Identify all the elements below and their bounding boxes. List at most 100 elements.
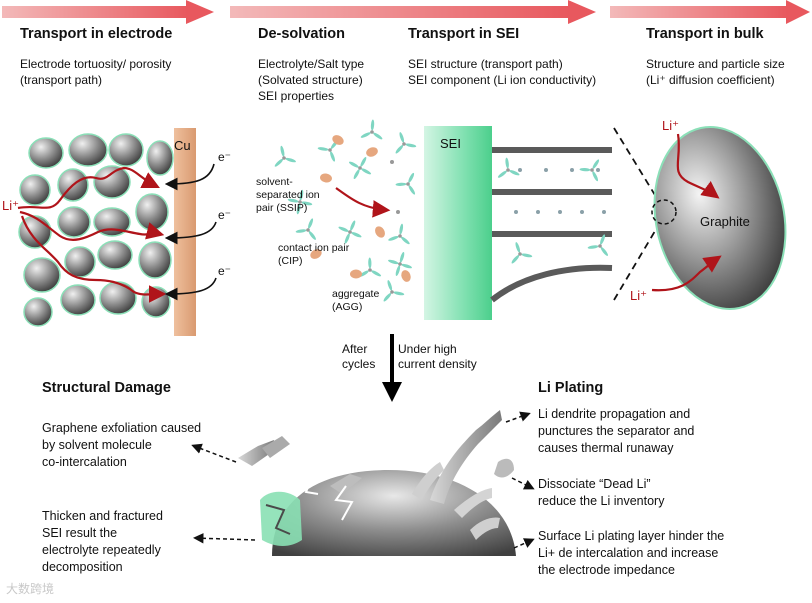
graphite-label: Graphite <box>700 214 750 229</box>
co-intercalated-solvent <box>511 242 533 264</box>
graphite-particle-bulk <box>653 126 787 310</box>
stage-desc-bulk: Structure and particle size (Li⁺ diffusi… <box>646 56 785 88</box>
co-intercalated-solvent <box>497 157 520 178</box>
graphite-particles <box>18 133 174 327</box>
electron-label: e⁻ <box>218 150 232 164</box>
particle <box>28 137 64 169</box>
anion <box>366 147 378 157</box>
solvated-li-ion <box>395 172 416 195</box>
stage-desc-line: SEI structure (transport path) <box>408 57 563 71</box>
solvated-li-ion <box>295 218 316 240</box>
stage-desc-line: Structure and particle size <box>646 57 785 71</box>
li-plating-title: Li Plating <box>538 380 604 396</box>
li-paths-electrode <box>17 166 167 303</box>
plating-layer-note: Surface Li plating layer hinder the Li+ … <box>538 529 725 577</box>
exfoliation-shards <box>238 436 362 494</box>
stage-title-desolvation: De-solvation <box>258 26 346 42</box>
particle <box>138 241 172 279</box>
co-intercalated-solvent <box>587 234 608 256</box>
li-label-bulk-bottom: Li⁺ <box>630 288 647 303</box>
stage-arrows <box>2 0 810 24</box>
anion <box>310 249 322 259</box>
solvated-li-ion <box>388 223 410 245</box>
solvated-li-ion <box>388 252 412 276</box>
particle <box>99 281 137 315</box>
stage-desc-line: Electrode tortuosity/ porosity <box>20 57 172 71</box>
sei-layer <box>424 126 492 320</box>
solvated-li-ion <box>338 220 362 244</box>
li-ion <box>396 210 400 214</box>
particle <box>57 206 91 238</box>
particle <box>135 193 169 231</box>
particle <box>19 174 51 206</box>
stage-desc-line: SEI properties <box>258 89 335 103</box>
anion <box>375 226 385 238</box>
structural-damage-title: Structural Damage <box>42 380 171 396</box>
note-arrows <box>191 411 535 549</box>
stage-desc-line: SEI component (Li ion conductivity) <box>408 73 597 87</box>
stage-arrow-3 <box>610 0 810 24</box>
solvated-li-ion <box>348 156 372 180</box>
anion <box>332 135 344 145</box>
sei-label: SEI <box>440 136 461 151</box>
dendrite-note: Li dendrite propagation and punctures th… <box>538 407 695 455</box>
sei-fracture-note: Thicken and fractured SEI result the ele… <box>42 509 163 574</box>
solvated-ions <box>274 119 417 302</box>
cu-label: Cu <box>174 138 191 153</box>
electron-arrows <box>164 163 217 301</box>
ssip-label: solvent- separated ion pair (SSIP) <box>256 176 320 214</box>
stage-title-sei: Transport in SEI <box>408 26 520 42</box>
anion <box>401 270 411 282</box>
particle <box>60 284 96 316</box>
stage-desc-desolvation: Electrolyte/Salt type (Solvated structur… <box>258 56 364 104</box>
particle <box>23 257 61 293</box>
stage-title-bulk: Transport in bulk <box>646 26 764 42</box>
stage-desc-electrode: Electrode tortuosity/ porosity (transpor… <box>20 56 171 88</box>
stage-desc-line: Electrolyte/Salt type <box>258 57 365 71</box>
solvated-li-ion <box>395 132 417 154</box>
graphite-layers <box>490 147 613 303</box>
damaged-graphite-particle <box>272 470 516 556</box>
particle <box>93 165 131 199</box>
high-current-label: Under high current density <box>398 342 477 371</box>
agg-label: aggregate (AGG) <box>332 288 380 313</box>
solvated-li-ion <box>274 145 296 167</box>
zoom-lines <box>613 127 659 301</box>
stage-arrow-1 <box>2 0 214 24</box>
graphite-solvents <box>497 157 608 264</box>
co-intercalated-solvent <box>579 159 600 182</box>
particle <box>64 246 96 278</box>
cip-label: contact ion pair (CIP) <box>278 242 350 267</box>
stage-desc-line: (Solvated structure) <box>258 73 363 87</box>
particle <box>141 286 171 318</box>
solvated-li-ion <box>359 257 382 277</box>
li-arrows-bulk <box>651 133 722 292</box>
dead-li-note: Dissociate “Dead Li” reduce the Li inven… <box>538 477 665 508</box>
particle <box>23 297 53 327</box>
intercalated-li-dots <box>514 168 606 214</box>
cu-current-collector <box>174 128 196 336</box>
electron-label: e⁻ <box>218 264 232 278</box>
down-arrow <box>382 334 402 402</box>
solvated-li-ion <box>287 189 313 215</box>
solvated-li-ion <box>383 280 405 302</box>
stage-desc-line: (transport path) <box>20 73 103 87</box>
li-label-bulk-top: Li⁺ <box>662 118 679 133</box>
particle <box>146 140 174 176</box>
li-label-electrode: Li⁺ <box>2 198 19 213</box>
particle <box>108 133 144 167</box>
exfoliation-note: Graphene exfoliation caused by solvent m… <box>42 421 202 469</box>
particle <box>97 240 133 270</box>
solvated-li-ion <box>360 119 383 140</box>
stage-title-electrode: Transport in electrode <box>20 26 173 42</box>
stage-arrow-2 <box>230 0 596 24</box>
after-cycles-label: After cycles <box>342 342 376 371</box>
li-ion <box>390 160 394 164</box>
electron-label: e⁻ <box>218 208 232 222</box>
zoom-circle <box>651 199 677 225</box>
particle <box>93 207 131 237</box>
crack-bolts <box>304 477 354 521</box>
particle <box>68 133 108 167</box>
anion <box>320 173 332 183</box>
